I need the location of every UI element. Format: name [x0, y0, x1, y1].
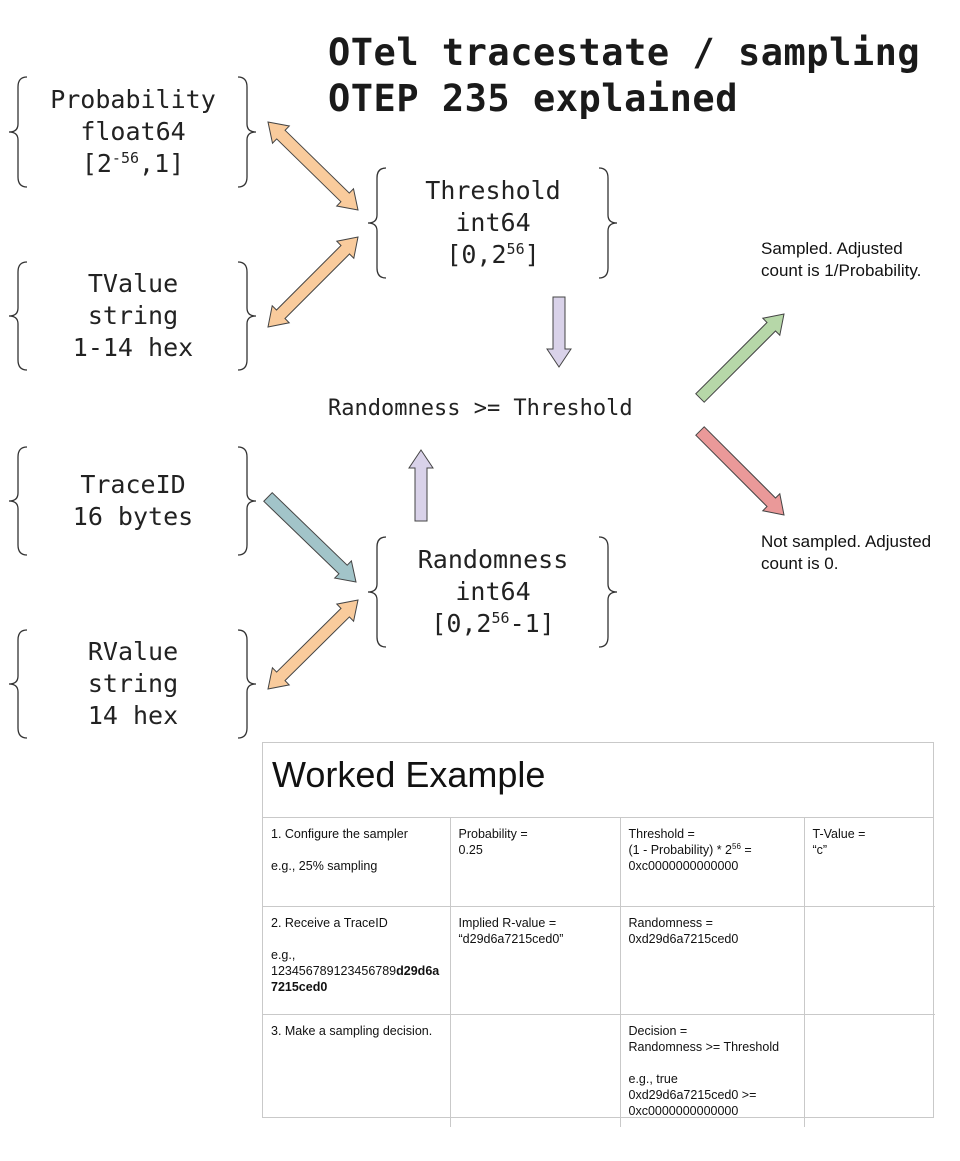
title-line-2: OTEP 235 explained — [328, 77, 738, 120]
sampled-arrow — [695, 313, 785, 403]
worked-example-heading: Worked Example — [263, 743, 933, 818]
sampled-line-1: Sampled. Adjusted — [761, 239, 903, 258]
worked-example-grid: 1. Configure the sampler e.g., 25% sampl… — [263, 818, 935, 1127]
randomness-value: 0xd29d6a7215ced0 — [628, 931, 739, 946]
rvalue-value: “d29d6a7215ced0” — [458, 931, 564, 946]
threshold-right-brace — [598, 167, 618, 279]
table-cell: 1. Configure the sampler e.g., 25% sampl… — [263, 818, 451, 907]
randomness-box: Randomness int64 [0,256-1] — [386, 537, 600, 647]
table-row: 1. Configure the sampler e.g., 25% sampl… — [263, 818, 935, 907]
probability-range: [2-56,1] — [81, 149, 185, 178]
table-cell — [804, 906, 935, 1015]
decision-rule: Randomness >= Threshold — [628, 1039, 780, 1054]
table-cell: T-Value = “c” — [804, 818, 935, 907]
sampled-outcome-note: Sampled. Adjusted count is 1/Probability… — [761, 238, 921, 282]
tvalue-label: T-Value = — [812, 827, 866, 841]
step-2-example-label: e.g., — [271, 947, 296, 962]
probability-box: Probability float64 [2-56,1] — [30, 77, 236, 187]
table-cell: Threshold = (1 - Probability) * 256 = 0x… — [620, 818, 805, 907]
not-sampled-arrow — [695, 426, 785, 516]
diagram-canvas — [8, 76, 785, 739]
rvalue-randomness-arrow — [267, 599, 359, 690]
rvalue-box: RValue string 14 hex — [30, 630, 236, 738]
threshold-left-brace — [367, 167, 387, 279]
probability-value: 0.25 — [458, 843, 483, 857]
randomness-left-brace — [367, 536, 387, 648]
rvalue-left-brace — [8, 629, 28, 739]
tvalue-value: “c” — [812, 843, 828, 857]
decision-compare-left: 0xd29d6a7215ced0 >= — [628, 1087, 757, 1102]
not-sampled-line-1: Not sampled. Adjusted — [761, 532, 932, 551]
page-title: OTel tracestate / sampling OTEP 235 expl… — [328, 30, 920, 122]
tvalue-format: 1-14 hex — [72, 333, 194, 362]
rvalue-format: 14 hex — [87, 701, 179, 730]
threshold-value: 0xc0000000000000 — [628, 859, 739, 873]
threshold-type: int64 — [455, 208, 531, 237]
step-1-title: 1. Configure the sampler — [271, 827, 408, 841]
sampled-line-2: count is 1/Probability. — [761, 261, 922, 280]
probability-label: Probability = — [458, 827, 528, 841]
traceid-left-brace — [8, 446, 28, 556]
tvalue-name: TValue — [87, 269, 179, 298]
tvalue-right-brace — [237, 261, 257, 371]
table-cell: 3. Make a sampling decision. — [263, 1014, 451, 1127]
tvalue-box: TValue string 1-14 hex — [30, 262, 236, 370]
decision-label: Decision = — [628, 1023, 688, 1038]
table-cell: Probability = 0.25 — [450, 818, 621, 907]
traceid-size: 16 bytes — [72, 502, 194, 531]
not-sampled-outcome-note: Not sampled. Adjusted count is 0. — [761, 531, 931, 575]
not-sampled-line-2: count is 0. — [761, 554, 839, 573]
probability-left-brace — [8, 76, 28, 188]
tvalue-threshold-arrow — [267, 236, 359, 328]
table-cell: 2. Receive a TraceID e.g., 1234567891234… — [263, 906, 451, 1015]
rvalue-right-brace — [237, 629, 257, 739]
threshold-range: [0,256] — [446, 240, 540, 269]
randomness-label: Randomness = — [628, 915, 713, 930]
randomness-name: Randomness — [417, 545, 569, 574]
threshold-name: Threshold — [425, 176, 561, 205]
step-2-title: 2. Receive a TraceID — [271, 915, 388, 930]
rvalue-label: Implied R-value = — [458, 915, 557, 930]
threshold-box: Threshold int64 [0,256] — [386, 168, 600, 278]
probability-threshold-arrow — [267, 121, 359, 211]
probability-name: Probability — [50, 85, 216, 114]
step-1-example: e.g., 25% sampling — [271, 859, 378, 873]
randomness-type: int64 — [455, 577, 531, 606]
step-2-traceid: 123456789123456789d29d6a7215ced0 — [271, 963, 440, 994]
table-cell: Decision = Randomness >= Threshold e.g.,… — [620, 1014, 805, 1127]
table-cell — [450, 1014, 621, 1127]
threshold-label: Threshold = — [628, 827, 695, 841]
rvalue-name: RValue — [87, 637, 179, 666]
randomness-up-arrow — [408, 449, 434, 522]
worked-example-table: Worked Example 1. Configure the sampler … — [262, 742, 935, 1127]
traceid-name: TraceID — [80, 470, 186, 499]
randomness-right-brace — [598, 536, 618, 648]
step-3-title: 3. Make a sampling decision. — [271, 1023, 433, 1038]
table-cell: Implied R-value = “d29d6a7215ced0” — [450, 906, 621, 1015]
table-row: 3. Make a sampling decision. Decision = … — [263, 1014, 935, 1127]
threshold-formula: (1 - Probability) * 256 = — [628, 842, 752, 858]
title-line-1: OTel tracestate / sampling — [328, 31, 921, 74]
randomness-range: [0,256-1] — [431, 609, 555, 638]
traceid-right-brace — [237, 446, 257, 556]
decision-example: e.g., true — [628, 1071, 678, 1086]
table-cell: Randomness = 0xd29d6a7215ced0 — [620, 906, 805, 1015]
probability-right-brace — [237, 76, 257, 188]
traceid-randomness-arrow — [263, 491, 357, 583]
tvalue-type: string — [87, 301, 179, 330]
table-cell — [804, 1014, 935, 1127]
traceid-box: TraceID 16 bytes — [30, 447, 236, 555]
probability-type: float64 — [80, 117, 186, 146]
table-row: 2. Receive a TraceID e.g., 1234567891234… — [263, 906, 935, 1015]
tvalue-left-brace — [8, 261, 28, 371]
threshold-down-arrow — [546, 296, 572, 368]
rvalue-type: string — [87, 669, 179, 698]
sampling-condition: Randomness >= Threshold — [328, 396, 633, 421]
decision-compare-right: 0xc0000000000000 — [628, 1103, 739, 1118]
